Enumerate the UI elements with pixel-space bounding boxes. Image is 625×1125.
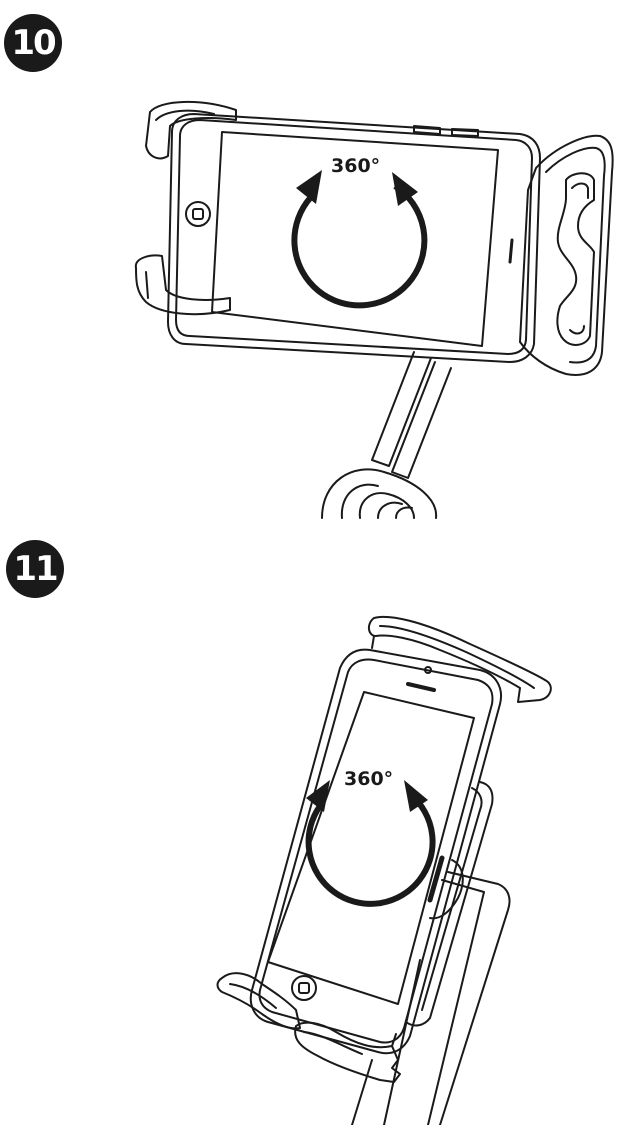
- home-button-icon: [292, 976, 316, 1000]
- stand-arm: [372, 352, 451, 478]
- rotation-arrow-step-11: [306, 780, 433, 904]
- rotation-label-11: 360°: [344, 768, 393, 790]
- circular-arrow-icon: [309, 794, 433, 904]
- circular-arrow-icon: [294, 186, 424, 305]
- top-clamp: [369, 617, 551, 702]
- step-10-illustration: 360°: [0, 0, 625, 540]
- phone: [251, 650, 501, 1054]
- joint-knob: [322, 469, 436, 518]
- rotation-arrow-step-10: [294, 170, 424, 305]
- rear-clamp-plate: [406, 782, 493, 1025]
- stand-pole: [352, 872, 510, 1125]
- home-button-icon: [186, 202, 210, 226]
- rotation-label-10: 360°: [331, 155, 380, 177]
- phone: [168, 114, 540, 362]
- step-11-illustration: 360°: [0, 540, 625, 1125]
